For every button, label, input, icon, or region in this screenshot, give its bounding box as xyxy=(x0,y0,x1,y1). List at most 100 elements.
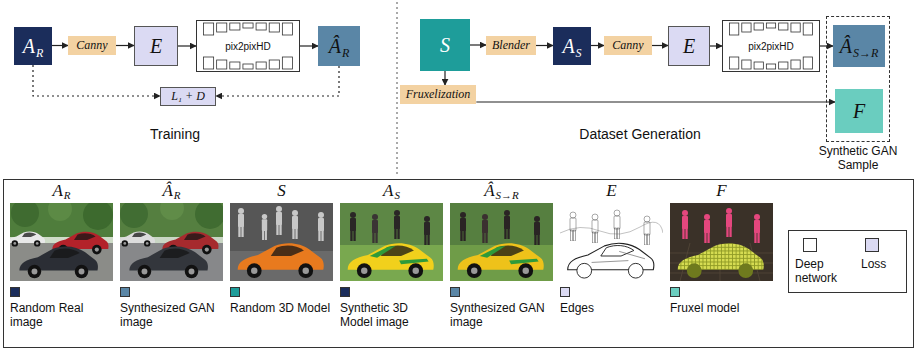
gan-photo-part xyxy=(460,212,466,241)
node-text: S xyxy=(440,34,450,57)
edge-map-part xyxy=(570,212,576,241)
synthetic-photo xyxy=(340,203,443,281)
edge-map-block: E xyxy=(668,26,710,66)
3d-model-render-part xyxy=(292,210,298,239)
edge-map-part xyxy=(568,243,654,278)
node-text: Canny xyxy=(612,38,643,53)
fruxel-render xyxy=(670,203,773,281)
process-box: Canny xyxy=(68,36,116,55)
node-label: Canny xyxy=(76,38,107,53)
gan-photo xyxy=(450,203,553,281)
node-text: A xyxy=(562,35,574,58)
network-icon-part xyxy=(742,60,751,69)
node-label: pix2pixHD xyxy=(225,41,271,52)
flow-arrow xyxy=(591,45,604,46)
legend-swatch xyxy=(10,287,20,297)
network-icon-part xyxy=(204,23,214,35)
network-icon-part xyxy=(243,23,253,28)
legend-text: Random 3D Model xyxy=(230,301,334,315)
network-block: pix2pixHD xyxy=(722,20,820,72)
legend-swatch xyxy=(803,238,817,252)
fruxel-render-part xyxy=(704,214,710,243)
3d-model-render-part xyxy=(318,212,324,241)
node-label: E xyxy=(683,35,695,58)
subscript-text: S xyxy=(576,46,582,61)
3d-model-render-part xyxy=(276,206,282,235)
fruxel-render-part xyxy=(682,210,688,239)
label-text: F xyxy=(716,181,726,201)
subscript-text: R xyxy=(64,189,71,201)
legend-text: Edges xyxy=(560,301,664,315)
node-label: Canny xyxy=(612,38,643,53)
network-icon-part xyxy=(282,23,292,35)
gan-image-block: ÂR xyxy=(318,26,360,66)
node-label: AS xyxy=(562,35,581,58)
node-label: F xyxy=(853,100,865,123)
subscript-text: S→R xyxy=(496,189,519,201)
node-text: Canny xyxy=(76,38,107,53)
section-divider xyxy=(397,2,398,176)
flow-arrow xyxy=(300,45,318,46)
gan-photo-part xyxy=(195,199,225,229)
edge-map-part xyxy=(614,210,620,239)
label-text: Dataset Generation xyxy=(579,126,700,142)
legend-text: Deep network xyxy=(795,257,849,285)
real-photo-part xyxy=(8,231,45,246)
node-label: L₁ + D xyxy=(171,89,205,104)
network-icon-part xyxy=(282,57,292,69)
node-label: S xyxy=(440,34,450,57)
node-text: Synthetic GAN Sample xyxy=(819,144,898,172)
frame-heading: Synthetic GAN Sample xyxy=(810,144,906,172)
3d-model-render xyxy=(230,203,333,281)
node-text: Fruxelization xyxy=(406,87,471,102)
image-header: ÂR xyxy=(162,181,180,201)
node-text: pix2pixHD xyxy=(225,41,271,52)
network-icon-part xyxy=(269,60,279,69)
legend-swatch xyxy=(120,287,130,297)
3d-model-render-part xyxy=(262,214,267,240)
network-icon-part xyxy=(217,60,227,69)
subscript-text: R xyxy=(174,189,181,201)
fruxel-render-part xyxy=(670,243,773,281)
image-header: ÂS→R xyxy=(484,181,519,201)
network-icon-part xyxy=(791,23,800,32)
fruxel-render-part xyxy=(726,208,732,237)
subscript-text: S xyxy=(394,189,400,201)
gan-photo xyxy=(118,196,225,281)
network-icon-part xyxy=(269,23,279,32)
legend-text: Synthesized GAN image xyxy=(450,301,554,329)
network-icon-part xyxy=(791,60,800,69)
panel-frame xyxy=(4,180,914,348)
synthetic-photo-part xyxy=(394,210,400,239)
legend-text: Synthetic 3D Model image xyxy=(340,301,444,329)
subscript-text: S→R xyxy=(853,46,878,61)
label-text: A xyxy=(52,181,62,201)
label-text: Training xyxy=(150,126,200,142)
gan-photo-part xyxy=(534,216,540,245)
network-icon-part xyxy=(779,23,788,30)
network-icon-part xyxy=(256,23,266,30)
synthetic-photo-part xyxy=(340,203,443,281)
3d-model-render-part xyxy=(238,243,324,278)
gan-photo-part xyxy=(482,214,488,243)
gan-photo-part xyxy=(450,203,553,281)
edge-map-part xyxy=(644,216,650,245)
node-text: A xyxy=(23,35,35,58)
node-label: Blender xyxy=(492,38,530,53)
loss-connector xyxy=(33,65,160,96)
node-text: F xyxy=(853,100,865,123)
gan-image-block: ÂS→R xyxy=(833,25,885,67)
real-photo-part xyxy=(83,200,113,230)
network-icon-part xyxy=(230,23,240,30)
network-icon-part xyxy=(730,23,739,35)
node-text: pix2pixHD xyxy=(748,41,794,52)
flow-arrow xyxy=(652,45,668,46)
legend-swatch xyxy=(230,287,240,297)
synthetic-photo-part xyxy=(424,216,430,245)
legend-text: Synthesized GAN image xyxy=(120,301,224,329)
label-text: E xyxy=(606,181,616,201)
synthetic-photo-part xyxy=(348,243,434,278)
network-icon-part xyxy=(197,21,300,72)
node-text: Â xyxy=(840,35,852,58)
